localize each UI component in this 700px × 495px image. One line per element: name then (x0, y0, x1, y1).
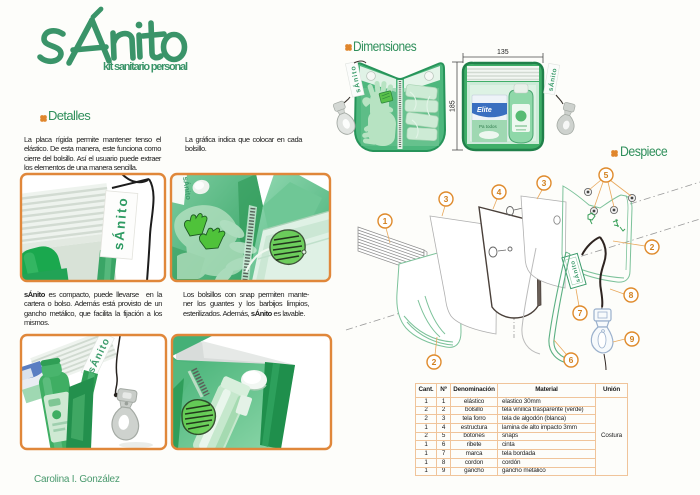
svg-text:2: 2 (432, 357, 437, 367)
svg-text:4: 4 (497, 187, 502, 197)
svg-text:185: 185 (450, 100, 457, 112)
svg-text:8: 8 (629, 290, 634, 300)
svg-text:7: 7 (578, 308, 583, 318)
svg-text:3: 3 (444, 194, 449, 204)
svg-text:sÁnito: sÁnito (181, 176, 193, 201)
svg-text:6: 6 (569, 355, 574, 365)
svg-text:1: 1 (383, 216, 388, 226)
svg-text:sÁnito: sÁnito (111, 198, 130, 251)
svg-text:2: 2 (650, 242, 655, 252)
svg-text:Elite: Elite (477, 107, 492, 114)
svg-text:Pa todos: Pa todos (479, 124, 498, 129)
svg-text:kit sanitario personal: kit sanitario personal (103, 61, 188, 73)
svg-text:5: 5 (604, 170, 609, 180)
svg-text:9: 9 (630, 334, 635, 344)
svg-text:3: 3 (542, 178, 547, 188)
svg-text:135: 135 (497, 49, 509, 56)
